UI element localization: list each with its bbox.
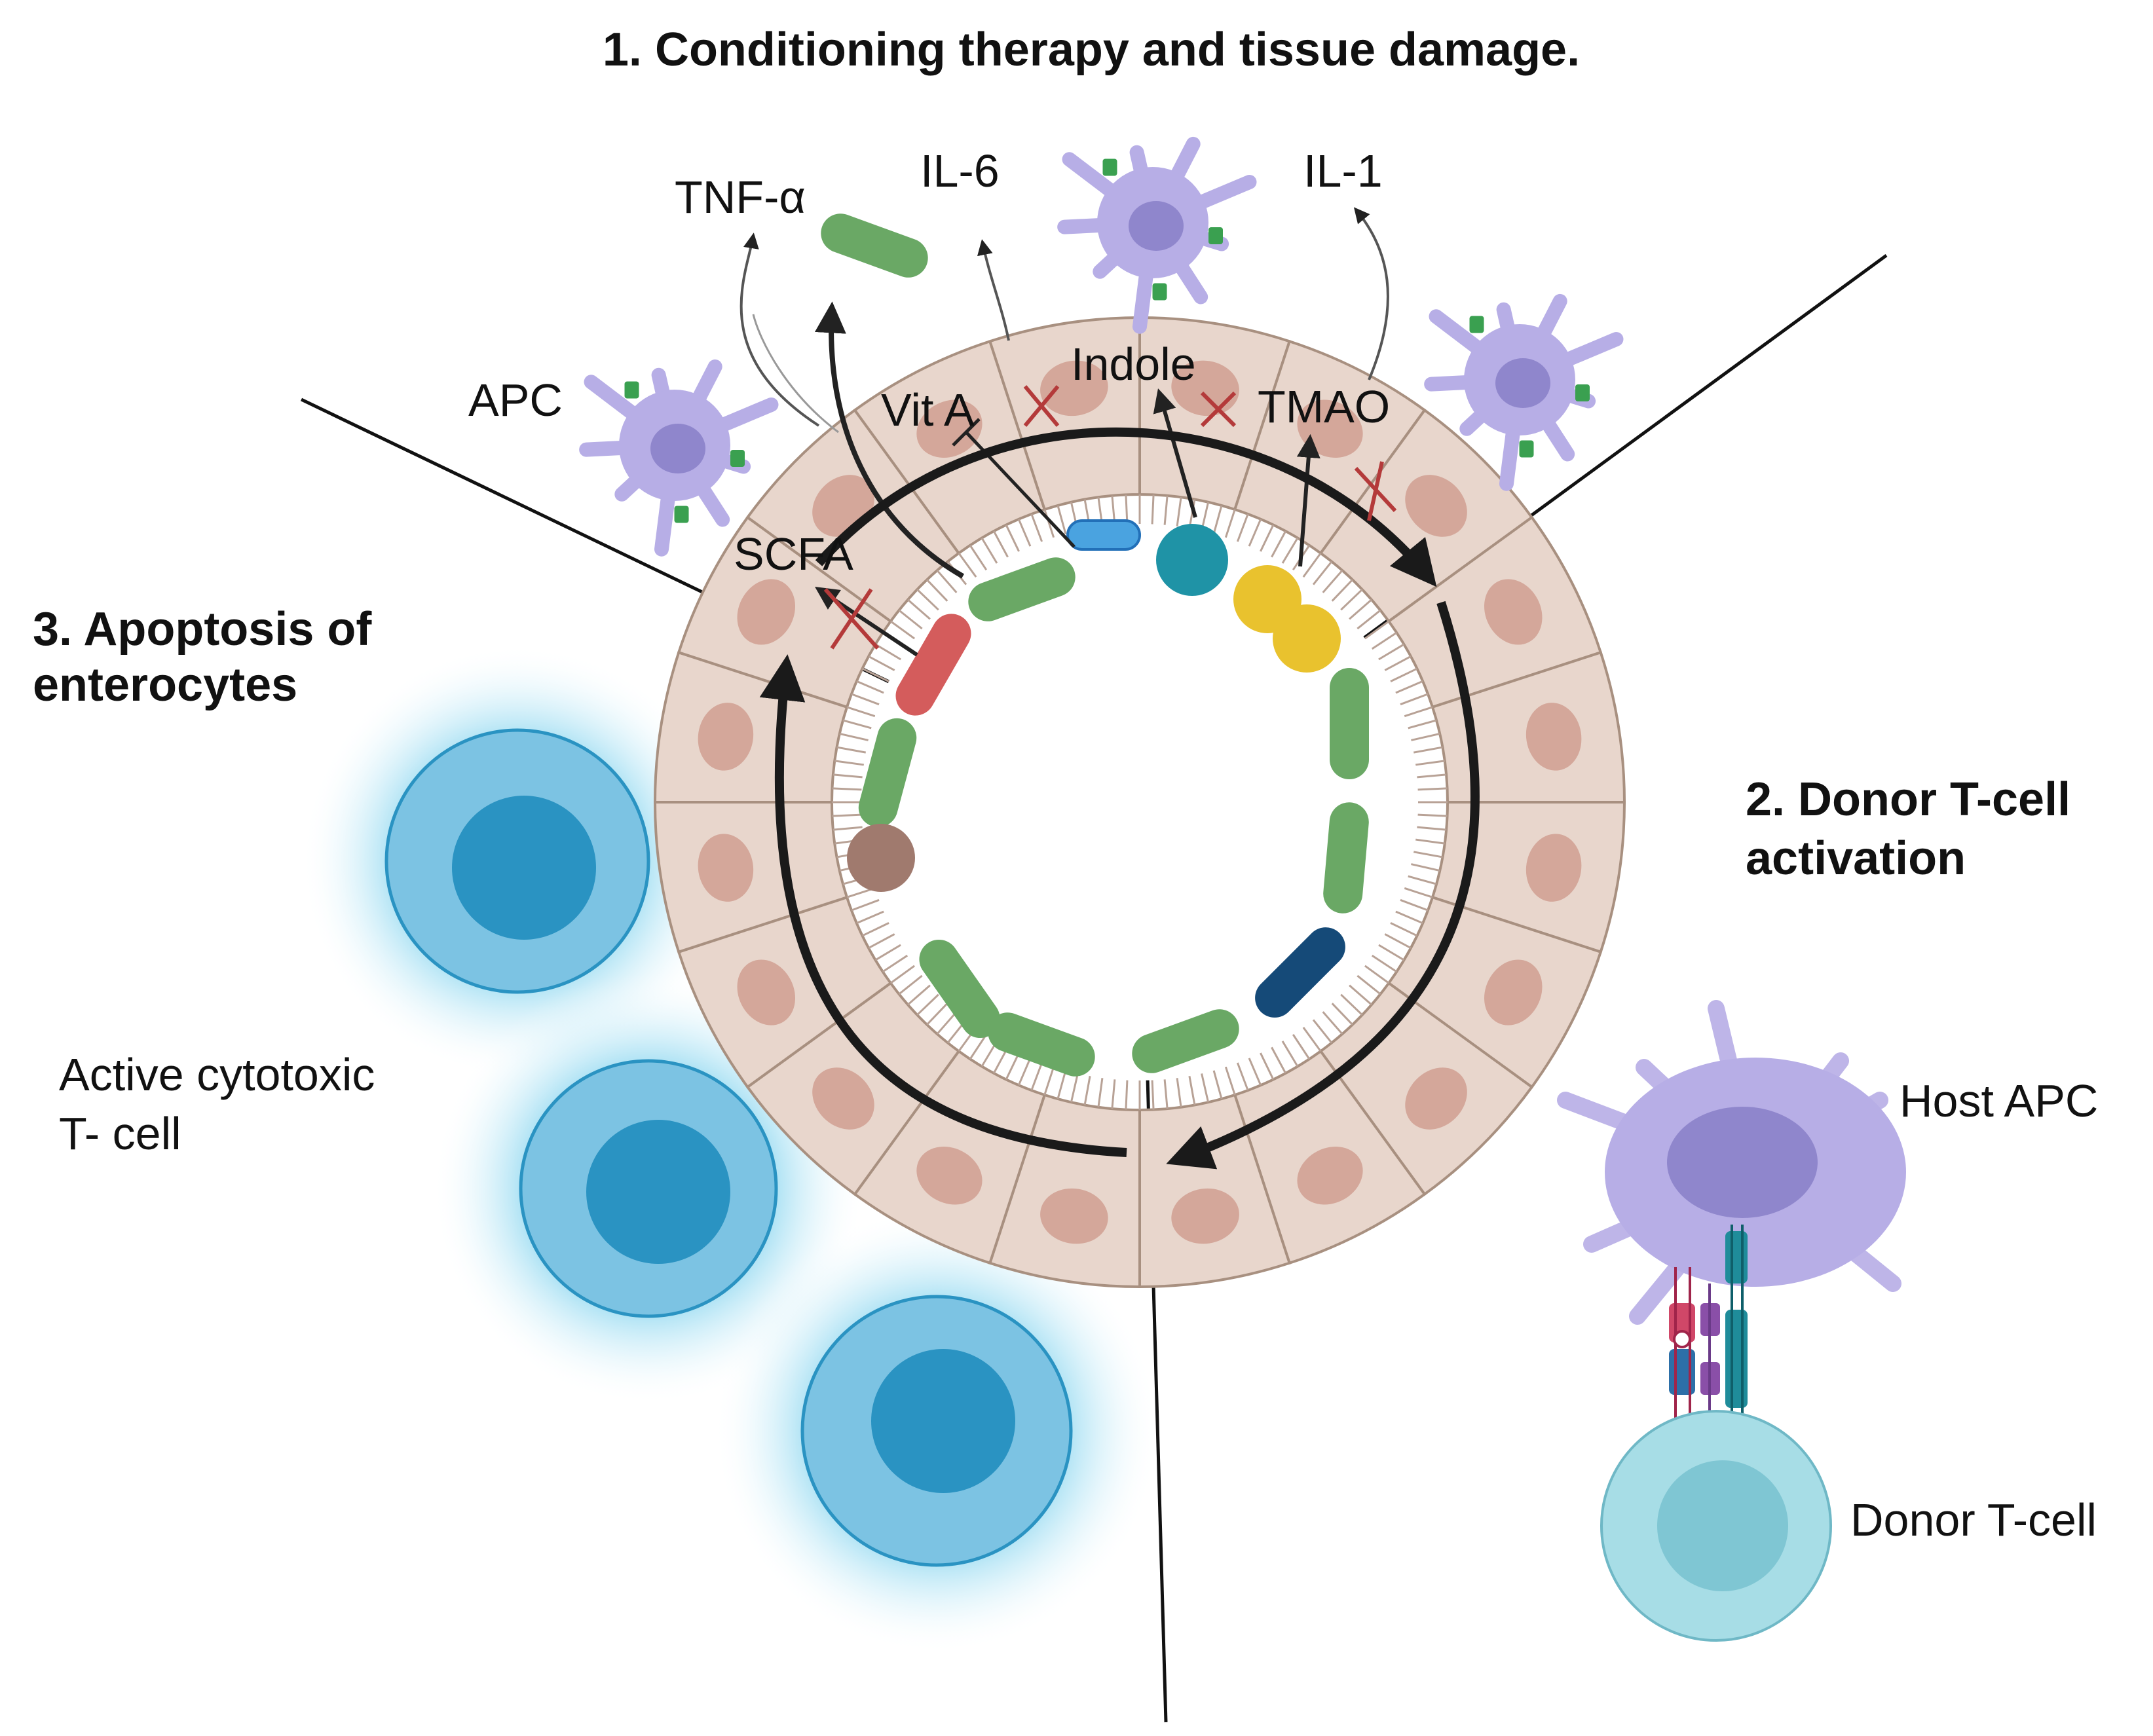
bacterium-cocci-tmao [1273, 604, 1341, 673]
cytotoxic-tcell [519, 1059, 778, 1318]
arrow-green-out [814, 301, 964, 579]
donor-tcell-nucleus [1657, 1460, 1788, 1591]
enterocyte-nucleus [1040, 360, 1108, 416]
cytotoxic-tcells [384, 728, 1073, 1567]
bacterium-cocci [847, 824, 915, 892]
block-markers [823, 385, 1397, 650]
heading-step3-line1: 3. Apoptosis of [33, 603, 372, 656]
microbiota [821, 213, 1369, 1077]
arrow-il6 [977, 239, 1010, 341]
enterocyte-nucleus [698, 703, 754, 771]
arrow-il1 [1353, 207, 1389, 380]
signal-arrows [740, 207, 1480, 1170]
label-host-apc: Host APC [1900, 1075, 2098, 1126]
enterocyte-nucleus [698, 834, 754, 902]
bacterium-rod [1132, 1009, 1239, 1073]
block-marker-indole [1200, 391, 1237, 428]
arrow-tmao [1296, 434, 1320, 567]
enterocyte-nucleus [812, 1067, 874, 1130]
label-tmao: TMAO [1258, 381, 1390, 432]
enterocyte-nucleus [1405, 1067, 1467, 1130]
label-vita: Vit A [881, 384, 975, 435]
enterocyte-nucleus [737, 959, 796, 1025]
label-cytotoxic-line1: Active cytotoxic [59, 1049, 375, 1100]
bacterium-rod [821, 213, 928, 278]
enterocyte-nucleus [1526, 703, 1582, 771]
label-scfa: SCFA [734, 528, 853, 580]
arrow-tnf [740, 232, 820, 427]
heading-step2-line1: 2. Donor T-cell [1746, 773, 2070, 826]
bacterium-rod [1330, 668, 1369, 779]
arrow-indole [1153, 388, 1197, 518]
label-apc: APC [468, 375, 563, 426]
block-marker-vita [1023, 385, 1060, 427]
block-marker-scfa [823, 588, 880, 650]
arrow-tnf-base [752, 314, 839, 434]
heading-step3-line2: enterocytes [33, 659, 297, 711]
enterocyte-nucleus [1040, 1188, 1108, 1244]
block-marker-right [1354, 461, 1397, 521]
host-apc [1557, 1000, 1906, 1325]
host-apc-nucleus [1667, 1107, 1818, 1218]
donor-tcell [1600, 1410, 1832, 1642]
enterocyte-nucleus [1484, 579, 1543, 645]
arrow-circle-top [815, 427, 1437, 587]
enterocyte-nucleus [1297, 1146, 1363, 1205]
label-tnf: TNF-α [675, 172, 806, 223]
lumen [861, 524, 1418, 1080]
bacterium-rod [1255, 927, 1345, 1018]
cytotoxic-tcell [384, 728, 650, 994]
bacterium-rod [1323, 802, 1369, 914]
bacterium-rod [988, 1012, 1095, 1077]
label-il1: IL-1 [1303, 145, 1383, 196]
cytotoxic-tcell [800, 1295, 1073, 1567]
heading-step2-line2: activation [1746, 832, 1966, 885]
bacterium-cocci-indole [1156, 524, 1228, 596]
apc-cells [579, 136, 1624, 557]
receptor-complex [1669, 1225, 1748, 1460]
label-indole: Indole [1071, 339, 1196, 390]
label-cytotoxic-line2: T- cell [59, 1108, 181, 1159]
enterocyte-nucleus [1484, 959, 1543, 1025]
apc-cell-top [1057, 136, 1257, 334]
bacterium-rod [858, 718, 917, 828]
bacterium-vita [1066, 519, 1141, 551]
label-il6: IL-6 [920, 145, 1000, 196]
inhibit-vita-cap [952, 418, 981, 447]
apc-cell-left [579, 359, 779, 557]
heading-step1: 1. Conditioning therapy and tissue damag… [603, 24, 1580, 76]
enterocyte-nucleus [737, 579, 796, 645]
labels: 1. Conditioning therapy and tissue damag… [33, 24, 2098, 1545]
enterocyte-nucleus [916, 1146, 983, 1205]
bacterium-rod [968, 557, 1076, 621]
arrow-circle-left [759, 654, 1127, 1157]
enterocyte-nucleus [1526, 834, 1582, 902]
arrow-circle-right [1166, 600, 1480, 1170]
apc-cell-right [1424, 293, 1624, 491]
bacterium-rod [895, 614, 971, 716]
enterocyte-nucleus [1171, 1188, 1239, 1244]
enterocyte-nucleus [916, 399, 983, 458]
enterocyte-nucleus [1171, 360, 1239, 416]
label-donor-tcell: Donor T-cell [1850, 1494, 2097, 1545]
enterocyte-nucleus [1405, 475, 1467, 537]
bacterium-rod [919, 939, 1000, 1039]
